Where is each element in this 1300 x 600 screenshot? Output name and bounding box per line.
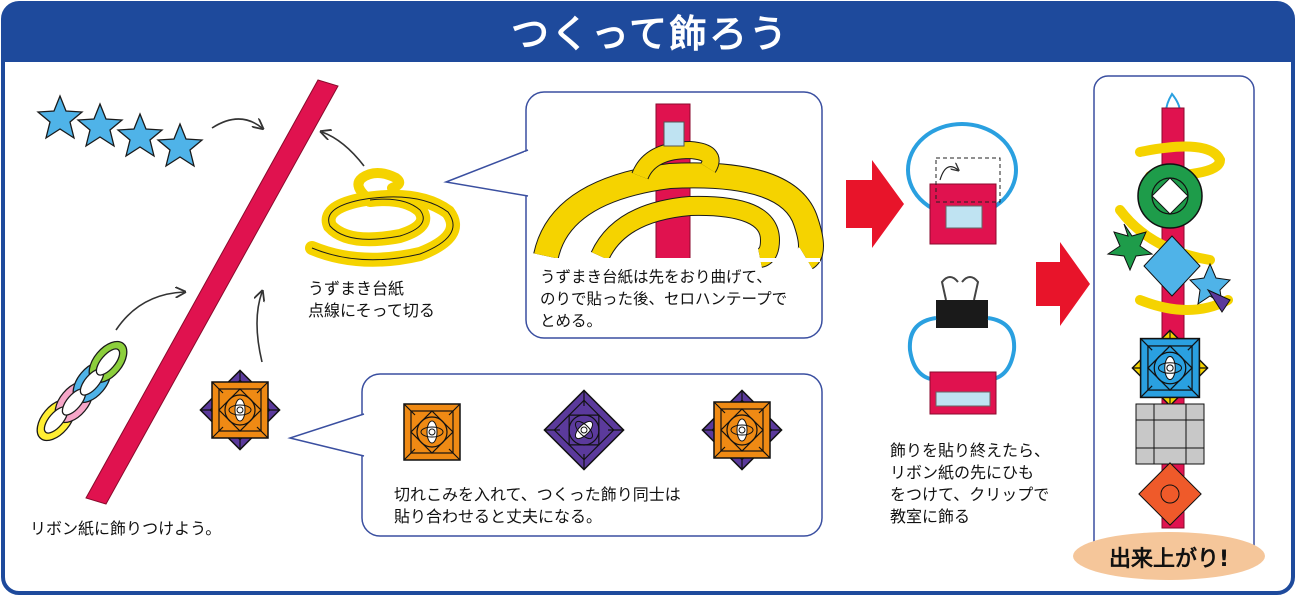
ribbon-strip — [85, 79, 339, 505]
caption-attach: リボン紙に飾りつけよう。 — [30, 519, 222, 538]
finished-decoration — [1106, 92, 1233, 529]
caption-line: とめる。 — [540, 312, 603, 330]
done-label: 出来上がり! — [1108, 547, 1230, 572]
star-icon — [116, 112, 164, 158]
hang-step-bottom — [907, 316, 1017, 415]
caption-line: 切れこみを入れて、つくった飾り同士は — [394, 485, 681, 504]
star-icon — [156, 122, 204, 168]
title-bar-bg — [3, 3, 1293, 62]
star-icon — [36, 94, 84, 140]
done-badge — [1073, 532, 1265, 580]
page-title: つくって飾ろう — [510, 12, 790, 56]
star-icon — [76, 102, 124, 148]
cutout-square-icon — [403, 403, 461, 461]
arrow-icon — [211, 119, 262, 128]
spiral-icon — [305, 168, 460, 267]
stars — [36, 94, 204, 168]
spiral-detail-illustration — [533, 103, 824, 270]
arrow-icon — [257, 292, 262, 363]
arrow-icon — [1036, 242, 1090, 326]
arrow-icon — [322, 132, 365, 167]
caption-line: 点線にそって切る — [308, 301, 435, 320]
paper-chain-icon — [36, 340, 128, 442]
cutout-square-icon — [701, 389, 783, 471]
caption-hang: 飾りを貼り終えたら、 リボン紙の先にひも をつけて、クリップで 教室に飾る — [890, 440, 1050, 528]
caption-spiral-detail: うずまき台紙は先をおり曲げて、 のりで貼った後、セロハンテープで とめる。 — [540, 266, 787, 332]
caption-line: うずまき台紙は先をおり曲げて、 — [540, 268, 772, 286]
caption-cutouts: 切れこみを入れて、つくった飾り同士は 貼り合わせると丈夫になる。 — [394, 484, 681, 528]
callout-pointer — [443, 149, 529, 197]
caption-line: 貼り合わせると丈夫になる。 — [394, 507, 603, 526]
arrow-icon — [115, 292, 184, 331]
caption-line: リボン紙の先にひも — [890, 463, 1035, 482]
caption-line: をつけて、クリップで — [890, 485, 1050, 504]
caption-line: 教室に飾る — [890, 507, 971, 526]
caption-line: のりで貼った後、セロハンテープで — [540, 290, 788, 308]
callout-pointer — [287, 413, 365, 457]
caption-line: 飾りを貼り終えたら、 — [890, 441, 1051, 460]
cutout-square-icon — [199, 369, 281, 451]
caption-line: うずまき台紙 — [308, 279, 405, 298]
caption-spiral: うずまき台紙 点線にそって切る — [308, 278, 435, 322]
hang-step-top — [906, 122, 1018, 245]
arrow-icon — [846, 160, 904, 248]
binder-clip-icon — [936, 276, 988, 328]
